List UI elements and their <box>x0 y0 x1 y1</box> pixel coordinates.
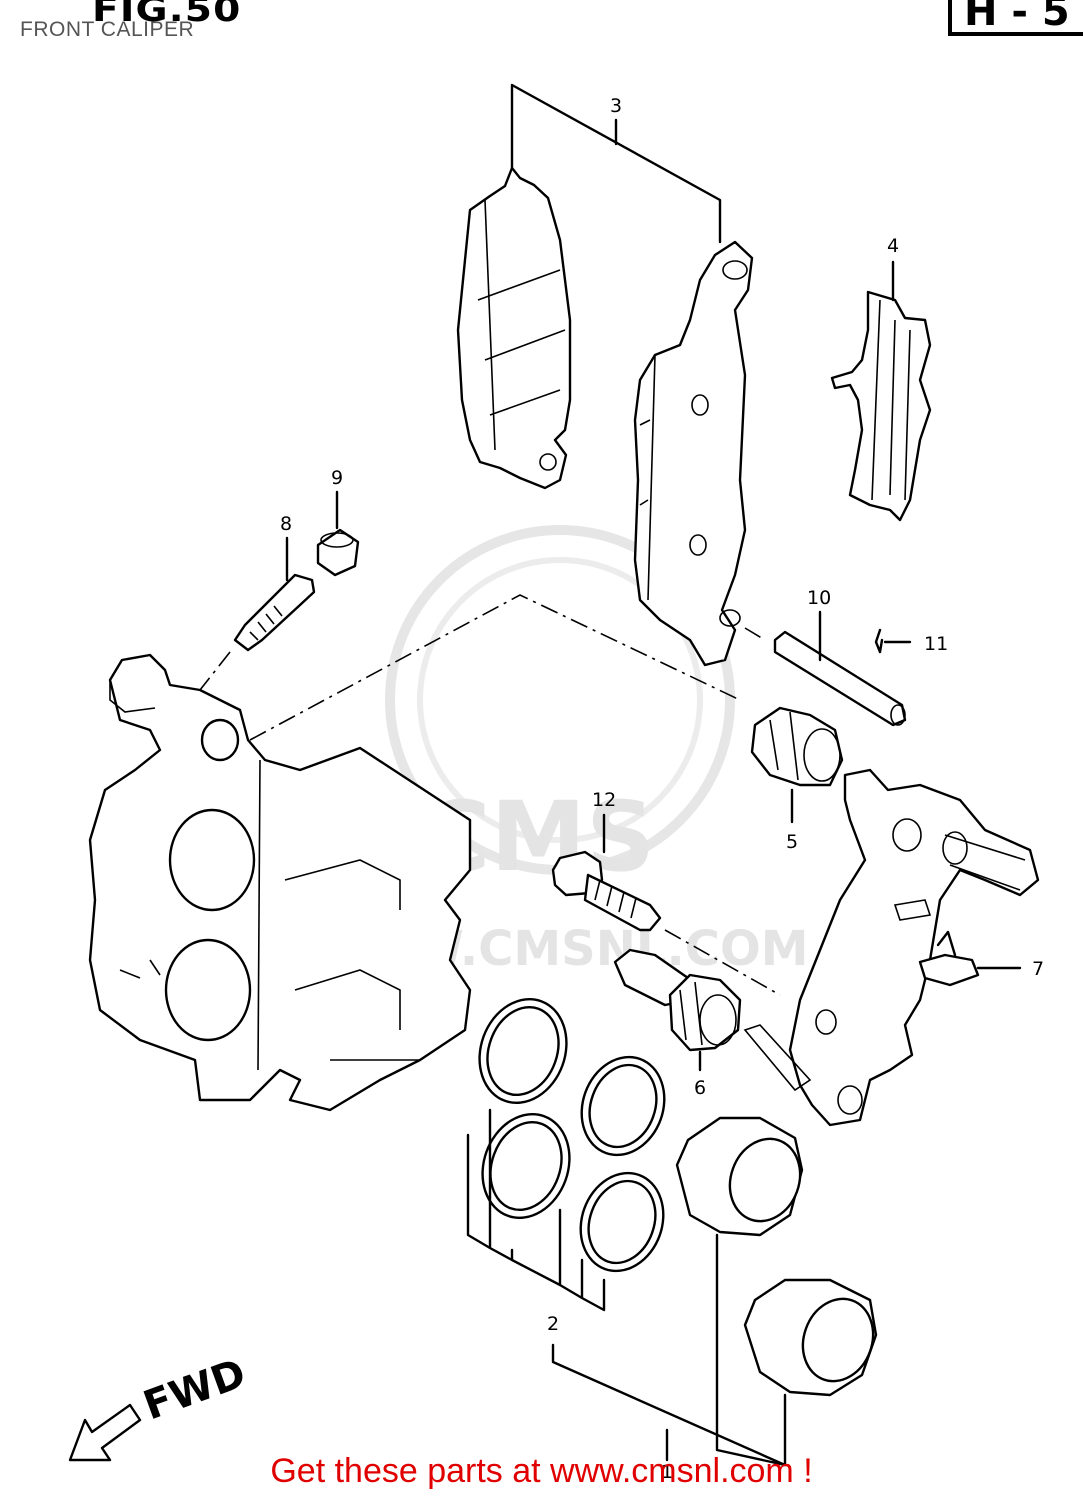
pad-pin <box>773 630 907 727</box>
brake-pad-rear <box>633 240 754 667</box>
diagram-subtitle: FRONT CALIPER <box>20 18 195 41</box>
caliper-body <box>88 653 472 1112</box>
brake-pad-front <box>456 166 572 490</box>
caliper-pistons <box>675 1116 878 1397</box>
footer-parts-link[interactable]: Get these parts at www.cmsnl.com ! <box>270 1452 813 1490</box>
leader-1 <box>551 1233 787 1467</box>
callout-4: 4 <box>887 235 899 257</box>
callout-6: 6 <box>694 1077 706 1099</box>
callout-1: 1 <box>661 1461 673 1483</box>
pin-boot <box>750 706 844 787</box>
bracket-clip <box>918 930 980 987</box>
caliper-bracket <box>743 768 1040 1127</box>
pin-clip <box>874 628 912 654</box>
bleeder-cap <box>316 528 360 577</box>
callout-3: 3 <box>610 95 622 117</box>
figure-number: FIG.50 <box>92 0 242 30</box>
callout-2: 2 <box>547 1313 559 1335</box>
section-code-box: H - 5 <box>948 0 1083 36</box>
assembly-line-top <box>249 594 741 741</box>
bleeder-valve <box>199 573 316 691</box>
fwd-label: FWD <box>138 1350 252 1429</box>
leader-2 <box>466 1108 606 1312</box>
piston-seals <box>478 997 666 1273</box>
callout-10: 10 <box>807 587 831 609</box>
callout-9: 9 <box>331 467 343 489</box>
slide-pin <box>613 948 742 1052</box>
forward-direction-arrow: FWD <box>68 1350 252 1462</box>
callout-5: 5 <box>786 831 798 853</box>
callout-8: 8 <box>280 513 292 535</box>
pad-spring <box>830 290 932 522</box>
caliper-bolt <box>551 850 662 932</box>
callout-12: 12 <box>592 789 616 811</box>
callout-11: 11 <box>924 633 948 655</box>
callout-7: 7 <box>1032 958 1044 980</box>
